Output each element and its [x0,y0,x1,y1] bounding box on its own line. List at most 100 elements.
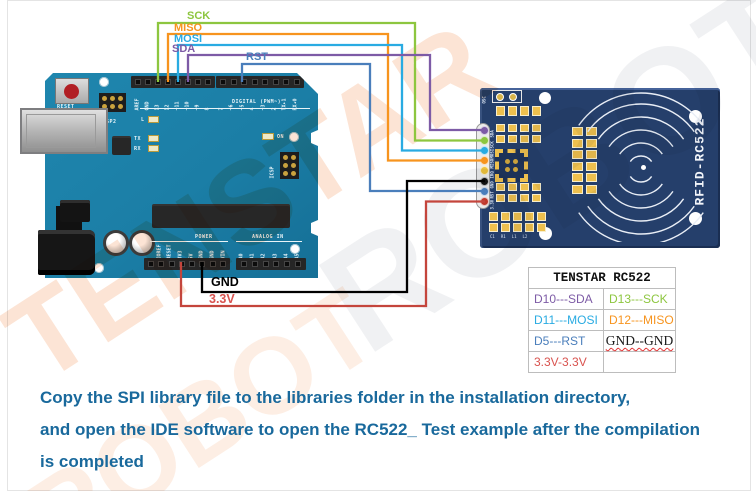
pin-label-8: 8 [205,87,212,110]
pin-mapping-table: TENSTAR RC522 D10---SDA D13---SCK D11---… [528,267,676,373]
pad [168,261,175,267]
pad [505,167,510,172]
smd-pads [572,127,597,194]
pad [520,124,529,132]
usb-connector [20,108,108,154]
pad [532,183,541,191]
cell-d5-rst: D5---RST [528,330,604,352]
pad [155,79,161,85]
osc-pad [496,93,504,101]
pin-pad-3v3 [480,197,489,206]
pad [283,155,288,160]
pad [209,261,216,267]
icsp-header [280,152,299,179]
pad [496,194,505,202]
ref-c1: C1 [490,234,495,239]
reset-button-cap [64,84,79,99]
voltage-regulator [60,200,90,222]
pad [102,96,107,101]
icsp2-header [99,93,126,112]
pad [189,261,196,267]
pin-label-3v3: 3V3 [177,250,184,260]
antenna-arc [578,92,704,126]
dc-power-jack [38,230,95,275]
capacitor [103,230,129,256]
pad [508,106,517,116]
instruction-text: Copy the SPI library file to the librari… [40,382,730,478]
pad [251,79,258,85]
pad [102,104,107,109]
pin-pad-miso [480,156,489,165]
antenna-arc [608,190,674,209]
smd-pads [489,212,546,232]
on-label: ON [277,134,285,140]
capacitor [129,230,155,256]
pad [513,167,518,172]
pin-label-ioref: IOREF [156,244,163,260]
pin-label-a4: A4 [283,253,290,260]
pad [148,261,155,267]
pin-label-11: ~11 [174,101,181,111]
led-l-label: L [141,117,145,123]
pad [118,96,123,101]
instruction-line-3: is completed [40,452,144,471]
instruction-line-2: and open the IDE software to open the RC… [40,420,700,439]
pad [199,261,206,267]
pad [178,261,185,267]
pad [291,155,296,160]
pad [496,124,505,132]
rc522-chip-core [505,159,518,172]
antenna-arc [619,142,663,155]
pad [165,79,171,85]
led-rx [148,145,159,152]
antenna-arc [619,183,663,196]
reset-button [55,78,89,104]
pad [537,223,546,232]
table-row: D10---SDA D13---SCK [528,288,676,310]
pad [532,194,541,202]
pin-pad-sck [480,136,489,145]
pad [532,124,541,132]
pad [262,79,269,85]
led-on [262,133,274,140]
pad [240,261,247,267]
pad [291,171,296,176]
pad [525,212,534,221]
pad [513,159,518,164]
antenna-arc [578,212,704,242]
mounting-hole [689,212,702,225]
pin-label-aref: AREF [134,98,141,111]
smd-pads [496,183,541,202]
antenna-arc [597,116,685,140]
pad [145,79,151,85]
wire-label-3v3: 3.3V [209,292,235,306]
pad [241,79,248,85]
pin-pad-rst [480,186,489,196]
mounting-hole [289,132,299,142]
osc-pad [509,93,517,101]
wire-label-sda: SDA [172,43,196,55]
antenna-arc [587,103,695,133]
pin-label-a5: A5 [294,253,301,260]
pad [284,261,291,267]
pin-pad-gnd [480,176,489,186]
antenna-arc [587,205,695,235]
pin-label-vin: VIN [220,250,227,260]
table-header-row: TENSTAR RC522 [528,267,676,289]
module-title: RFID-RC522 [692,117,708,206]
atmega-chip [152,204,290,228]
pad [505,159,510,164]
pad [572,173,583,182]
pad [293,79,300,85]
pad [586,138,597,148]
pad [283,171,288,176]
pad [135,79,141,85]
pad [586,184,597,194]
usb-controller-chip [112,136,131,155]
pin-label-12: 12 [165,87,172,110]
pin-pad-sda [480,125,489,135]
silkscreen-line [140,108,310,109]
cell-3v3-3v3: 3.3V-3.3V [528,351,604,373]
cell-d10-sda: D10---SDA [528,288,604,310]
antenna-coil-graphic [578,92,704,242]
